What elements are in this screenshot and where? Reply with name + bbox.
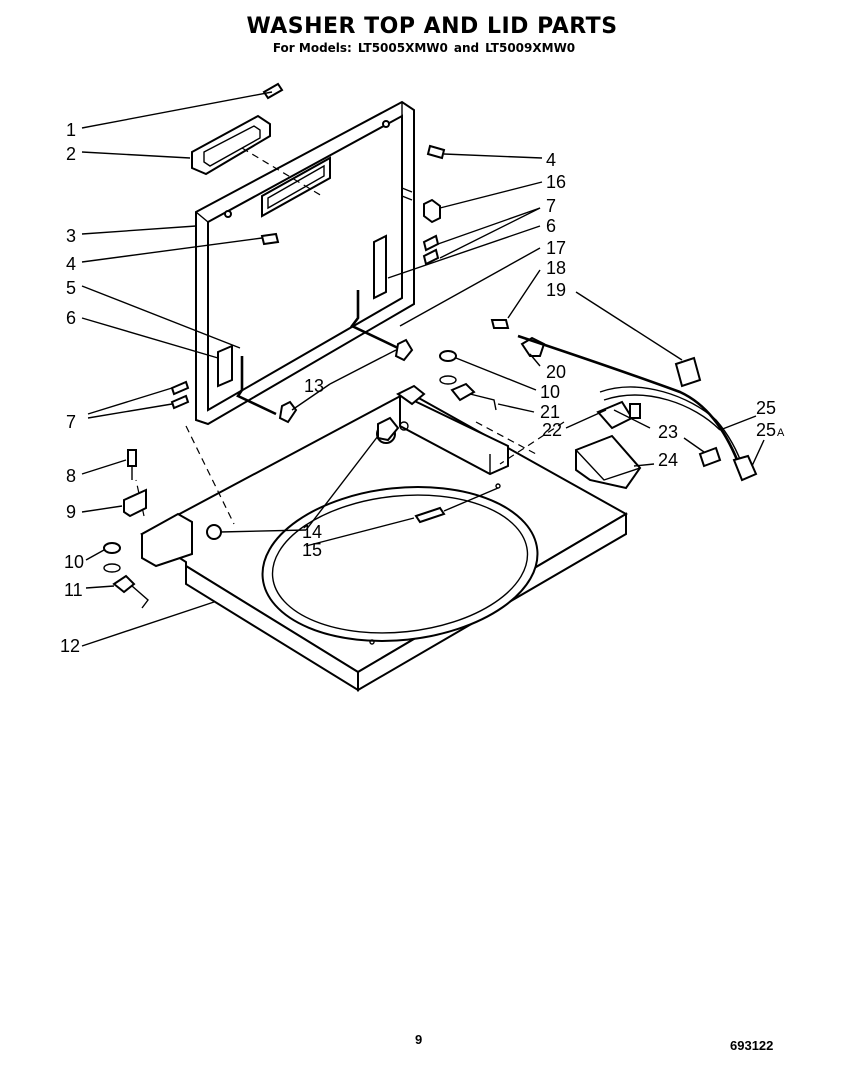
callout-23: 23	[658, 422, 678, 442]
model-number-2: LT5009XMW0	[485, 41, 576, 55]
lid-rod	[236, 290, 414, 424]
callout-18: 18	[546, 258, 566, 278]
callout-14: 14	[302, 522, 322, 542]
lid-handle	[191, 114, 271, 176]
lid-frame	[195, 100, 415, 426]
screws	[170, 82, 510, 410]
callout-15: 15	[302, 540, 322, 560]
callout-25a-number: 25	[756, 420, 776, 440]
callout-8: 8	[66, 466, 76, 486]
callout-16: 16	[546, 172, 566, 192]
callout-4-left: 4	[66, 254, 76, 274]
callout-25a-suffix: A	[777, 427, 785, 439]
washer-top	[140, 384, 629, 692]
page-number: 9	[415, 1032, 423, 1047]
callout-2: 2	[66, 144, 76, 164]
callout-labels: 1 2 3 4 4 5 6 6 7 7 8 9 10 10 11 12 13 1…	[60, 120, 785, 656]
callout-20: 20	[546, 362, 566, 382]
callout-1: 1	[66, 120, 76, 140]
right-small-parts	[439, 336, 546, 411]
callout-6-right: 6	[546, 216, 556, 236]
left-small-parts	[103, 449, 149, 609]
callout-10-left: 10	[64, 552, 84, 572]
callout-11: 11	[64, 580, 83, 600]
callout-4-right: 4	[546, 150, 556, 170]
callout-10-right: 10	[540, 382, 560, 402]
callout-21: 21	[540, 402, 560, 422]
model-number-1: LT5005XMW0	[357, 41, 448, 55]
subtitle-joiner: and	[453, 41, 480, 55]
callout-24: 24	[658, 450, 678, 470]
callout-6-left: 6	[66, 308, 76, 328]
callout-7-left: 7	[66, 412, 76, 432]
lid-switch-harness	[517, 334, 758, 490]
callout-5: 5	[66, 278, 76, 298]
callout-7-right: 7	[546, 196, 556, 216]
subtitle-prefix: For Models:	[272, 41, 352, 55]
callout-22: 22	[542, 420, 562, 440]
hinge-and-screw	[377, 416, 499, 524]
callout-25a: 25A	[756, 420, 785, 440]
model-subtitle: For Models: LT5005XMW0 and LT5009XMW0	[0, 41, 856, 55]
callout-12: 12	[60, 636, 80, 656]
document-number: 693122	[730, 1038, 774, 1053]
leader-lines	[81, 91, 765, 647]
callout-25: 25	[756, 398, 776, 418]
lid-hinge-brackets	[217, 198, 441, 388]
page-title: WASHER TOP AND LID PARTS	[246, 14, 618, 39]
callout-9: 9	[66, 502, 76, 522]
callout-19: 19	[546, 280, 566, 300]
callout-13: 13	[304, 376, 324, 396]
callout-3: 3	[66, 226, 76, 246]
callout-17: 17	[546, 238, 566, 258]
